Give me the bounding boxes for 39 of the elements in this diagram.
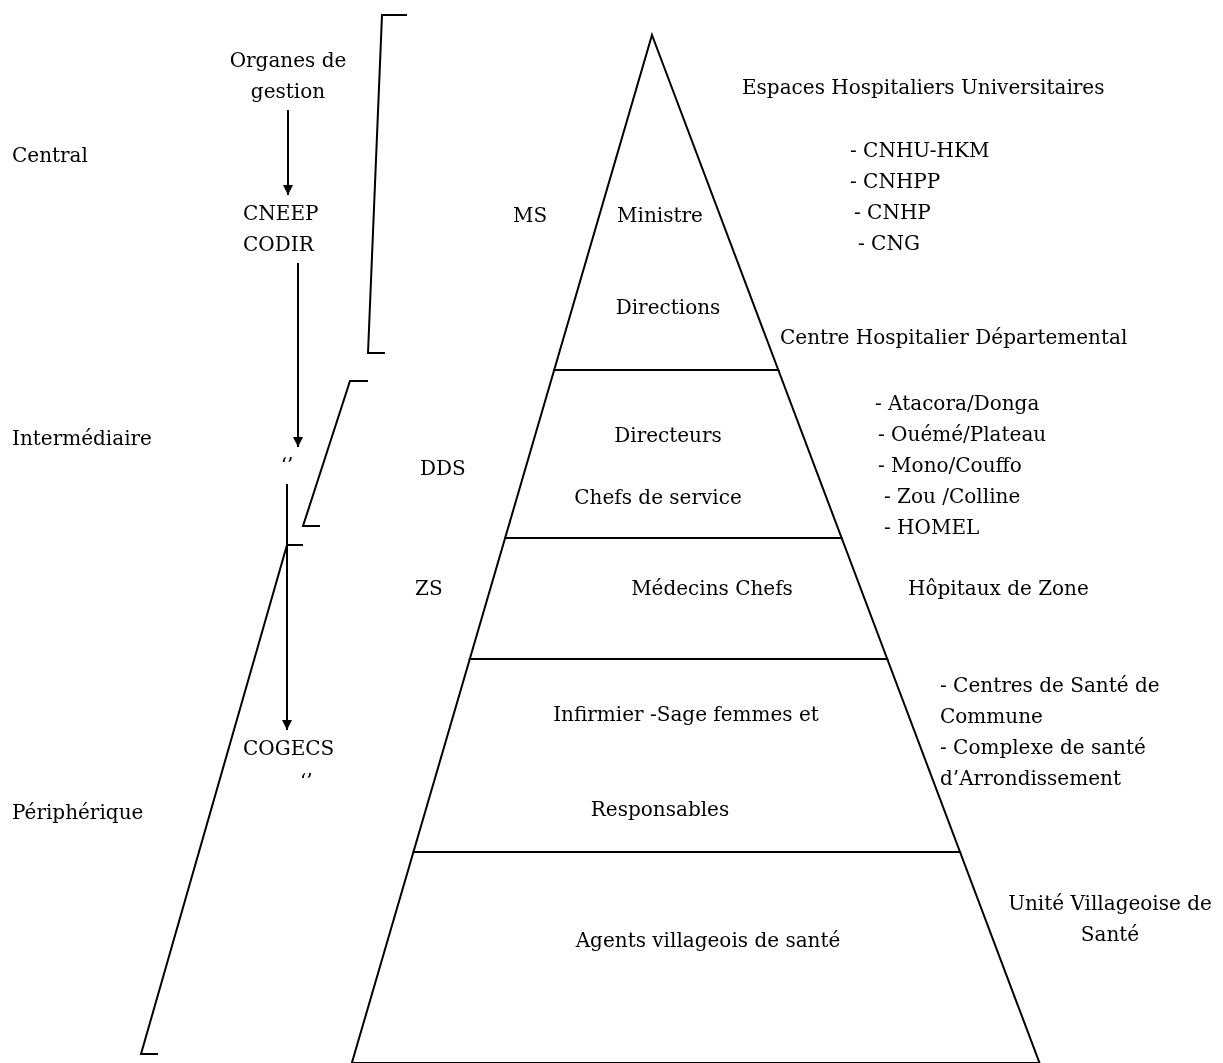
- text-label: ZS: [415, 575, 443, 602]
- text-label: - Complexe de santé d’Arrondissement: [940, 734, 1147, 792]
- arrow: [293, 262, 303, 448]
- text-label: ‘’: [300, 768, 313, 795]
- text-label: - CNG: [858, 230, 920, 257]
- arrow: [282, 483, 292, 731]
- text-label: - HOMEL: [884, 514, 980, 541]
- tier-text: Directions: [615, 293, 721, 321]
- text-label: - Zou /Colline: [884, 483, 1021, 510]
- tier-text: Ministre: [617, 201, 703, 229]
- text-label: ‘’: [272, 450, 302, 481]
- text-label: Espaces Hospitaliers Universitaires: [742, 74, 1105, 101]
- tier-text: Directeurs: [614, 421, 722, 449]
- arrow: [283, 109, 293, 196]
- text-label: - Atacora/Donga: [875, 390, 1040, 417]
- pyramid-tier: [503, 368, 844, 538]
- text-label: - Centres de Santé de Commune: [940, 672, 1161, 730]
- text-label: CNEEP CODIR: [243, 198, 353, 260]
- tier-text: Chefs de service: [574, 483, 742, 511]
- text-label: COGECS: [243, 733, 353, 764]
- text-label: - Ouémé/Plateau: [878, 421, 1047, 448]
- text-label: Central: [12, 142, 88, 169]
- text-label: DDS: [420, 455, 466, 482]
- tier-text: Agents villageois de santé: [575, 926, 841, 954]
- pyramid-tier: [467, 536, 890, 659]
- text-label: Organes de gestion: [228, 45, 348, 107]
- text-label: Unité Villageoise de Santé: [1007, 890, 1213, 948]
- text-label: - Mono/Couffo: [878, 452, 1022, 479]
- text-label: MS: [513, 202, 548, 229]
- text-label: Hôpitaux de Zone: [908, 575, 1089, 602]
- text-label: - CNHU-HKM: [850, 137, 990, 164]
- text-label: Périphérique: [12, 799, 144, 826]
- text-label: - CNHPP: [850, 168, 941, 195]
- tier-text: Infirmier -Sage femmes et: [553, 700, 819, 728]
- tier-text: Médecins Chefs: [631, 574, 793, 602]
- tier-text: Responsables: [590, 795, 730, 823]
- text-label: Intermédiaire: [12, 425, 152, 452]
- text-label: Centre Hospitalier Départemental: [780, 324, 1128, 351]
- text-label: - CNHP: [854, 199, 931, 226]
